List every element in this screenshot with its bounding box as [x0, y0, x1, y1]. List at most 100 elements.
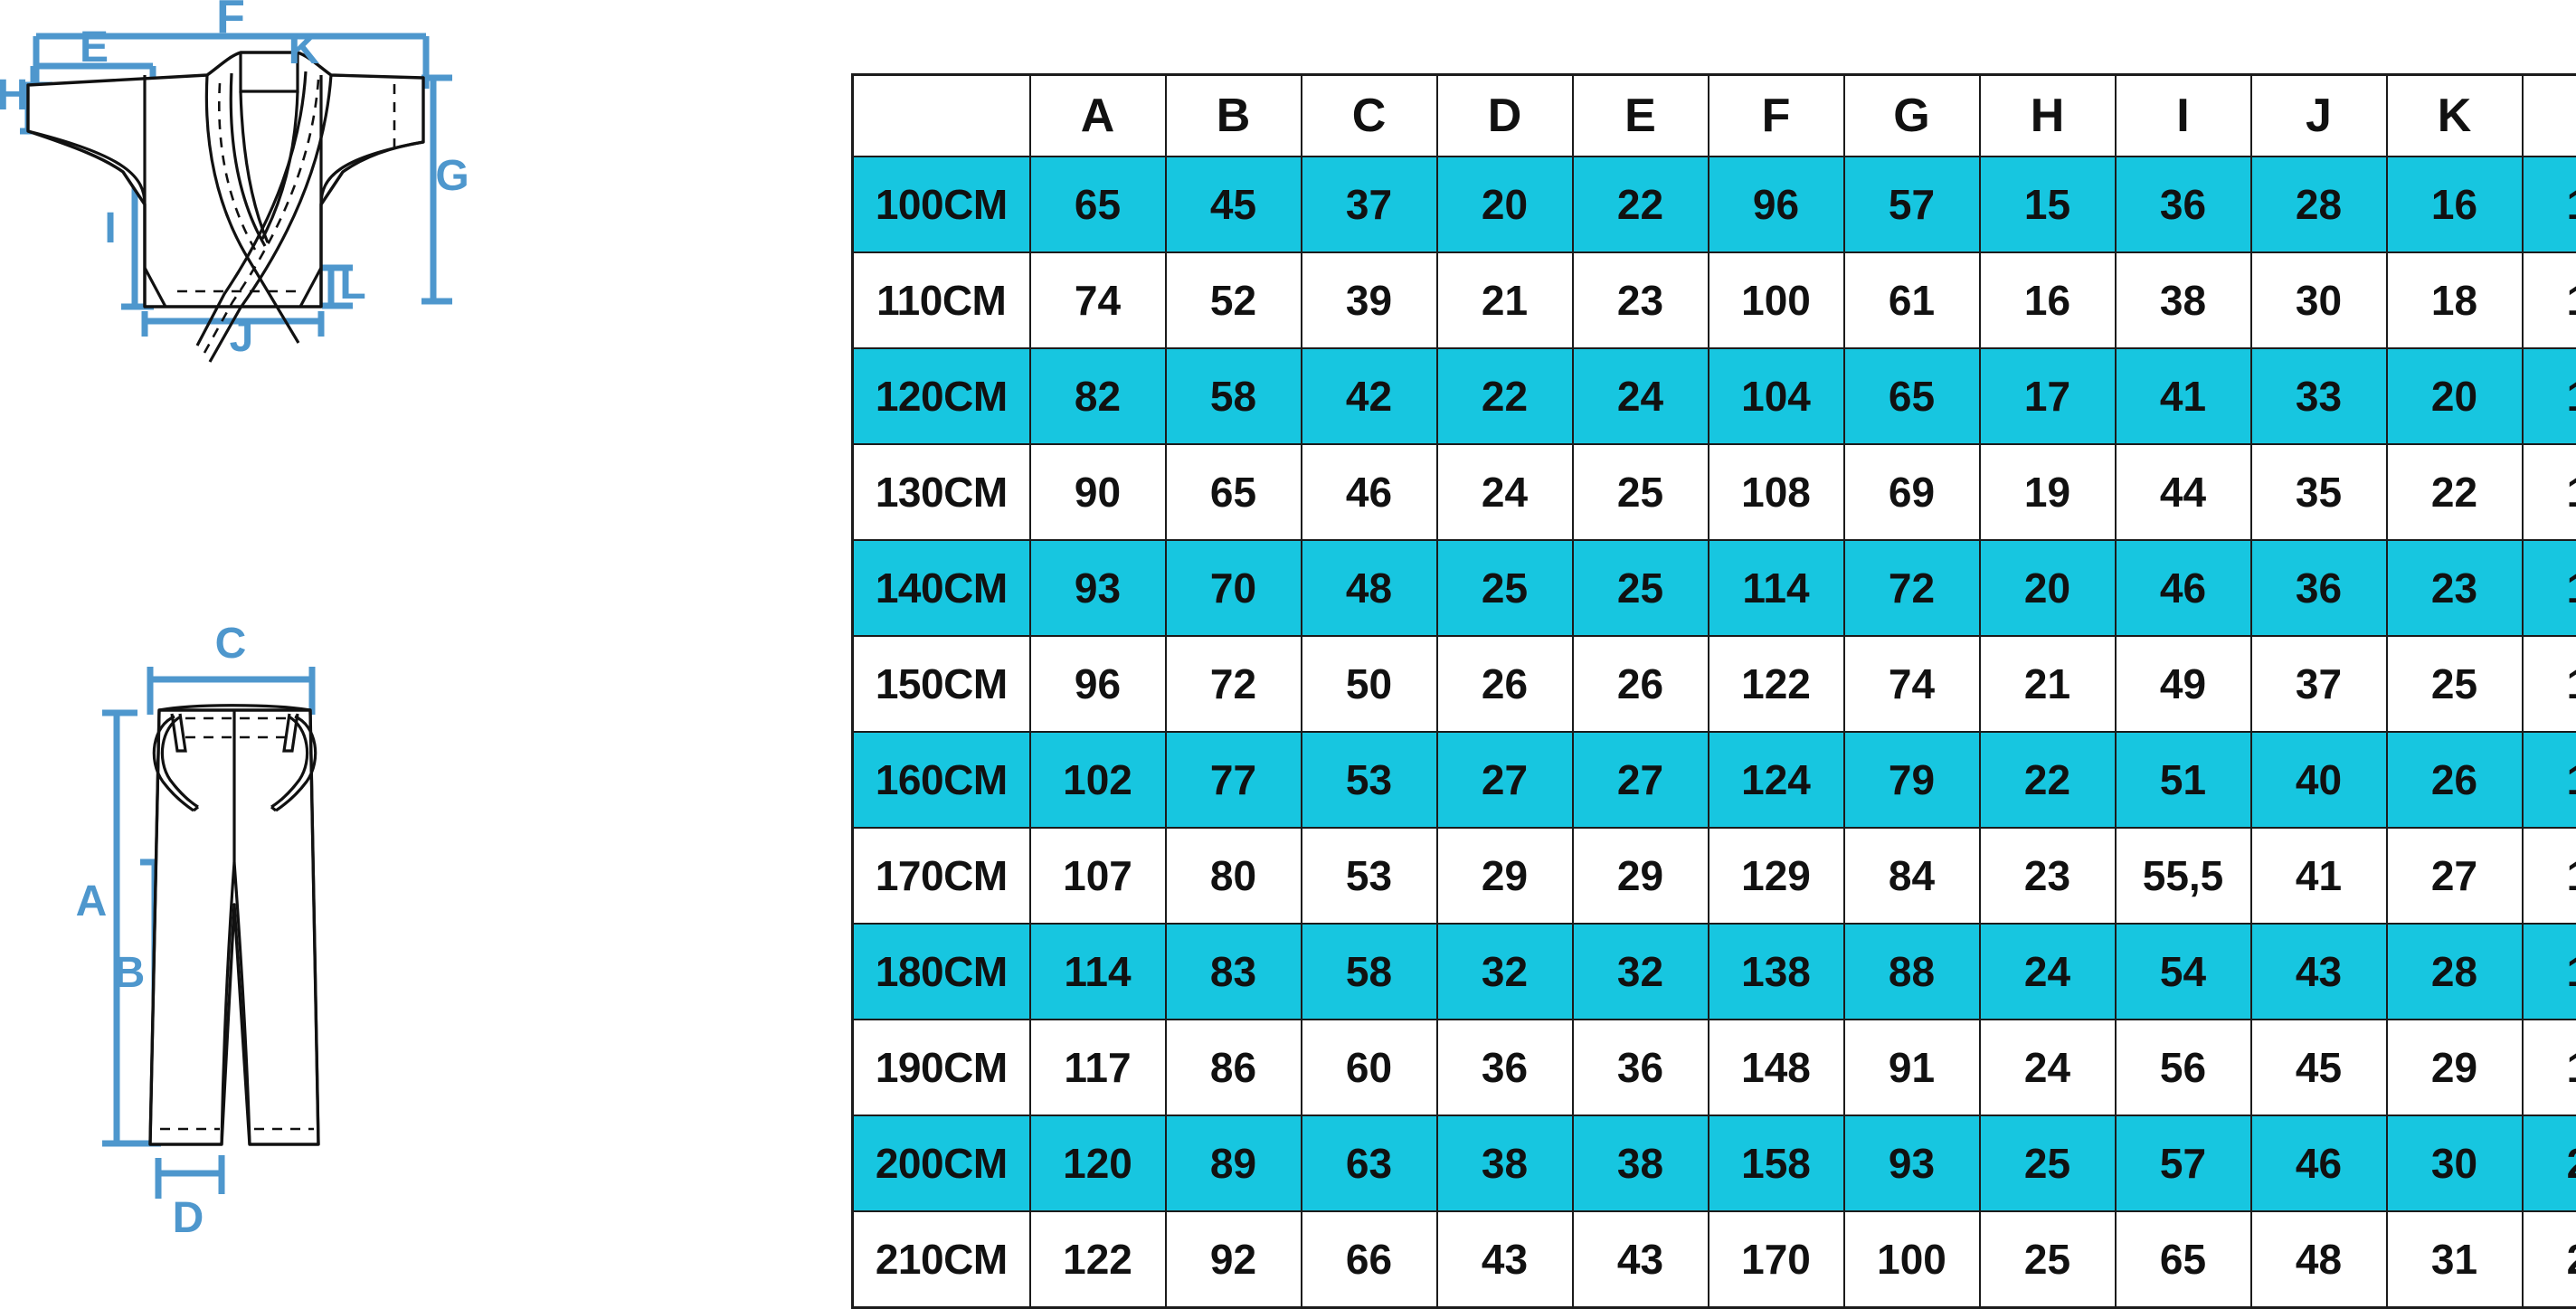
cell-B: 65	[1166, 444, 1302, 540]
cell-L: 17	[2523, 732, 2576, 828]
row-header-size: 140CM	[853, 540, 1030, 636]
dim-label-b: B	[114, 949, 146, 997]
cell-I: 56	[2116, 1020, 2251, 1115]
cell-A: 96	[1030, 636, 1166, 732]
cell-D: 26	[1437, 636, 1573, 732]
cell-C: 53	[1302, 828, 1437, 924]
cell-B: 72	[1166, 636, 1302, 732]
column-header-A: A	[1030, 75, 1166, 157]
cell-K: 22	[2387, 444, 2523, 540]
cell-D: 38	[1437, 1115, 1573, 1211]
cell-F: 100	[1709, 252, 1844, 348]
cell-L: 19	[2523, 924, 2576, 1020]
cell-H: 25	[1980, 1115, 2116, 1211]
column-header-F: F	[1709, 75, 1844, 157]
dim-label-e: E	[80, 24, 109, 71]
cell-B: 58	[1166, 348, 1302, 444]
cell-B: 86	[1166, 1020, 1302, 1115]
row-header-size: 190CM	[853, 1020, 1030, 1115]
table-row: 190CM11786603636148912456452919	[853, 1020, 2576, 1115]
cell-I: 51	[2116, 732, 2251, 828]
column-header-C: C	[1302, 75, 1437, 157]
cell-H: 23	[1980, 828, 2116, 924]
cell-A: 117	[1030, 1020, 1166, 1115]
cell-C: 58	[1302, 924, 1437, 1020]
cell-L: 14	[2523, 252, 2576, 348]
cell-C: 50	[1302, 636, 1437, 732]
cell-C: 46	[1302, 444, 1437, 540]
cell-K: 29	[2387, 1020, 2523, 1115]
cell-E: 43	[1573, 1211, 1709, 1308]
cell-D: 36	[1437, 1020, 1573, 1115]
cell-K: 27	[2387, 828, 2523, 924]
cell-A: 93	[1030, 540, 1166, 636]
size-table-body: 100CM654537202296571536281614110CM745239…	[853, 157, 2576, 1308]
cell-J: 41	[2251, 828, 2387, 924]
cell-L: 20	[2523, 1115, 2576, 1211]
cell-A: 107	[1030, 828, 1166, 924]
column-header-L: L	[2523, 75, 2576, 157]
cell-E: 32	[1573, 924, 1709, 1020]
cell-G: 91	[1844, 1020, 1980, 1115]
cell-I: 65	[2116, 1211, 2251, 1308]
cell-G: 93	[1844, 1115, 1980, 1211]
cell-B: 92	[1166, 1211, 1302, 1308]
cell-F: 158	[1709, 1115, 1844, 1211]
cell-B: 45	[1166, 157, 1302, 252]
cell-C: 60	[1302, 1020, 1437, 1115]
cell-F: 124	[1709, 732, 1844, 828]
cell-D: 32	[1437, 924, 1573, 1020]
cell-E: 22	[1573, 157, 1709, 252]
cell-H: 16	[1980, 252, 2116, 348]
cell-H: 24	[1980, 924, 2116, 1020]
cell-F: 104	[1709, 348, 1844, 444]
cell-K: 16	[2387, 157, 2523, 252]
column-header-E: E	[1573, 75, 1709, 157]
cell-E: 23	[1573, 252, 1709, 348]
cell-D: 27	[1437, 732, 1573, 828]
cell-F: 148	[1709, 1020, 1844, 1115]
cell-L: 18	[2523, 828, 2576, 924]
cell-G: 84	[1844, 828, 1980, 924]
cell-L: 15	[2523, 444, 2576, 540]
size-chart-page: F E K H G I L J C A B D ABCDEFGHIJKL	[0, 0, 2576, 1266]
cell-L: 14	[2523, 157, 2576, 252]
cell-L: 16	[2523, 636, 2576, 732]
cell-H: 24	[1980, 1020, 2116, 1115]
cell-H: 15	[1980, 157, 2116, 252]
size-table-container: ABCDEFGHIJKL 100CM6545372022965715362816…	[851, 73, 2524, 1201]
column-header-size	[853, 75, 1030, 157]
cell-J: 43	[2251, 924, 2387, 1020]
cell-G: 57	[1844, 157, 1980, 252]
cell-K: 23	[2387, 540, 2523, 636]
cell-K: 26	[2387, 732, 2523, 828]
table-row: 210CM122926643431701002565483120	[853, 1211, 2576, 1308]
row-header-size: 200CM	[853, 1115, 1030, 1211]
table-row: 110CM7452392123100611638301814	[853, 252, 2576, 348]
table-row: 130CM9065462425108691944352215	[853, 444, 2576, 540]
cell-B: 70	[1166, 540, 1302, 636]
cell-C: 42	[1302, 348, 1437, 444]
cell-G: 88	[1844, 924, 1980, 1020]
size-table: ABCDEFGHIJKL 100CM6545372022965715362816…	[851, 73, 2576, 1309]
column-header-I: I	[2116, 75, 2251, 157]
header-row: ABCDEFGHIJKL	[853, 75, 2576, 157]
cell-H: 22	[1980, 732, 2116, 828]
cell-A: 82	[1030, 348, 1166, 444]
cell-D: 29	[1437, 828, 1573, 924]
cell-I: 55,5	[2116, 828, 2251, 924]
table-row: 140CM9370482525114722046362316	[853, 540, 2576, 636]
cell-F: 138	[1709, 924, 1844, 1020]
cell-I: 49	[2116, 636, 2251, 732]
cell-F: 96	[1709, 157, 1844, 252]
cell-D: 21	[1437, 252, 1573, 348]
cell-E: 25	[1573, 540, 1709, 636]
cell-D: 20	[1437, 157, 1573, 252]
cell-E: 27	[1573, 732, 1709, 828]
cell-G: 79	[1844, 732, 1980, 828]
cell-J: 40	[2251, 732, 2387, 828]
column-header-J: J	[2251, 75, 2387, 157]
